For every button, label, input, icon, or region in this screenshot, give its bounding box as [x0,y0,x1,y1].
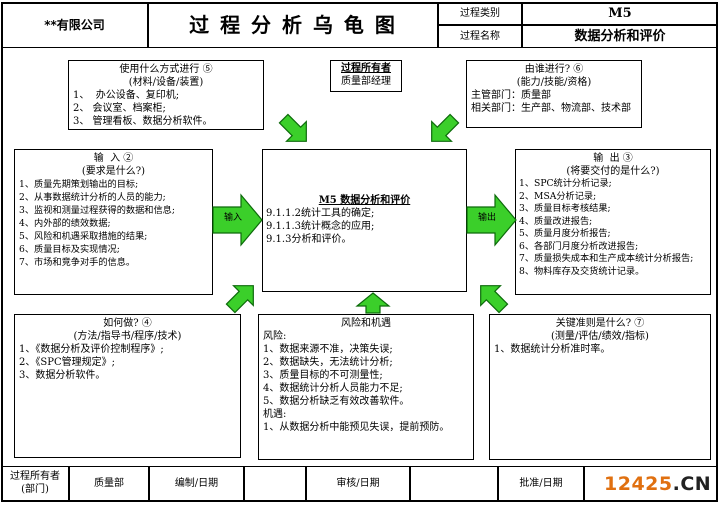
footer-approved-value-cell [584,466,718,502]
resources-title: 使用什么方式进行 ⑤ [119,64,213,75]
input-arrow-shape [212,193,263,247]
process-type-value: M5 [608,6,632,21]
process-name-value-cell: 数据分析和评价 [522,25,718,48]
criteria-arrow-icon [480,285,509,314]
how-subtitle: (方法/指导书/程序/技术) [73,331,182,342]
resources-item: 3、 管理看板、数据分析软件。 [73,116,213,127]
process-center-item: 9.1.1.2统计工具的确定; [266,208,375,219]
how-arrow-icon [225,285,254,314]
input-item: 7、市场和竞争对手的信息。 [19,257,136,268]
risk-opportunity-item: 1、数据来源不准，决策失误; [263,344,393,355]
output-arrow-label: 输出 [477,213,496,223]
process-center-item: 9.1.3分析和评价。 [266,234,352,245]
input-title: 输 入 ② [93,153,134,164]
page-title: 过 程 分 析 乌 龟 图 [189,13,397,37]
footer-approved-cell: 批准/日期 [498,466,584,502]
how-title: 如何做? ④ [103,318,152,329]
who-box: 由谁进行? ⑥ (能力/技能/资格) 主管部门：质量部 相关部门：生产部、物流部… [466,60,642,128]
risk-opportunity-title: 风险和机遇 [341,318,391,329]
risk-opportunity-item: 风险: [263,331,287,342]
input-arrow-label: 输入 [223,213,242,223]
risk-opportunity-item: 2、数据缺失，无法统计分析; [263,357,393,368]
criteria-subtitle: (测量/评估/绩效/指标) [551,331,649,342]
footer-owner-label: 过程所有者 [10,471,60,482]
output-item: 5、质量月度分析报告; [519,228,611,239]
risk-opportunity-box: 风险和机遇 风险: 1、数据来源不准，决策失误; 2、数据缺失，无法统计分析; … [258,314,474,460]
who-arrow-icon [431,113,460,142]
output-arrow-shape [466,193,517,247]
criteria-title: 关键准则是什么? ⑦ [555,318,645,329]
output-item: 1、SPC统计分析记录; [519,178,612,189]
output-box: 输 出 ③ (将要交付的是什么?) 1、SPC统计分析记录; 2、MSA分析记录… [515,149,711,295]
process-type-label-cell: 过程类别 [438,2,522,25]
process-type-label: 过程类别 [460,8,500,19]
output-item: 8、物料库存及交货统计记录。 [519,265,645,277]
risk-opportunity-item: 5、数据分析缺乏有效改善软件。 [263,396,410,407]
footer-owner-label-cell: 过程所有者 (部门) [1,466,69,502]
risk-opportunity-item: 机遇: [263,409,287,420]
who-subtitle: (能力/技能/资格) [516,77,592,88]
input-item: 5、风险和机遇采取措施的结果; [19,231,148,242]
process-owner-title: 过程所有者 [341,63,391,74]
how-item: 3、数据分析软件。 [19,370,106,381]
output-item: 6、各部门月度分析改进报告; [519,240,639,252]
output-subtitle: (将要交付的是什么?) [566,166,660,177]
input-box: 输 入 ② (要求是什么?) 1、质量先期策划输出的目标; 2、从事数据统计分析… [14,149,213,295]
resources-item: 1、 办公设备、复印机; [73,90,180,101]
footer-prepared-label: 编制/日期 [174,478,219,489]
company-name: **有限公司 [44,18,105,32]
process-name-value: 数据分析和评价 [574,29,666,44]
how-item: 1、《数据分析及评价控制程序》; [19,344,164,355]
risk-opportunity-item: 1、从数据分析中能预见失误，提前预防。 [263,422,450,433]
criteria-item: 1、数据统计分析准时率。 [494,344,611,355]
process-center-item: 9.1.1.3统计概念的应用; [266,221,375,232]
resources-item: 2、 会议室、档案柜; [73,103,166,114]
watermark-text: 12425.CN [604,473,712,495]
criteria-box: 关键准则是什么? ⑦ (测量/评估/绩效/指标) 1、数据统计分析准时率。 [489,314,711,460]
risk-opportunity-item: 4、数据统计分析人员能力不足; [263,383,403,394]
input-item: 3、监视和测量过程获得的数据和信息; [19,205,175,216]
output-item: 4、质量改进报告; [519,215,593,227]
footer-owner-value: 质量部 [94,478,124,489]
footer-prepared-value-cell [244,466,306,502]
output-title: 输 出 ③ [593,153,633,164]
how-item: 2、《SPC管理规定》; [19,357,115,368]
input-item: 2、从事数据统计分析的人员的能力; [19,192,166,203]
process-name-label: 过程名称 [460,31,500,42]
who-item: 主管部门：质量部 [471,90,551,101]
footer-reviewed-cell: 审核/日期 [306,466,410,502]
footer-reviewed-label: 审核/日期 [336,478,380,489]
output-arrow-icon [466,193,517,247]
footer-owner-value-cell: 质量部 [69,466,149,502]
footer-reviewed-value-cell [410,466,498,502]
input-item: 4、内外部的绩效数据; [19,218,111,229]
title-cell: 过 程 分 析 乌 龟 图 [148,2,438,48]
who-title: 由谁进行? ⑥ [524,64,584,75]
how-box: 如何做? ④ (方法/指导书/程序/技术) 1、《数据分析及评价控制程序》; 2… [14,314,241,458]
input-subtitle: (要求是什么?) [81,166,146,177]
watermark-logo: 12425.CN [598,470,714,500]
resources-box: 使用什么方式进行 ⑤ (材料/设备/装置) 1、 办公设备、复印机; 2、 会议… [68,60,264,130]
footer-owner-label-sub: (部门) [21,484,49,495]
output-item: 7、质量损失成本和生产成本统计分析报告; [519,253,694,264]
company-cell: **有限公司 [1,2,148,48]
input-item: 1、质量先期策划输出的目标; [19,179,139,190]
risk-arrow-icon [355,292,391,314]
process-name-label-cell: 过程名称 [438,25,522,48]
resources-arrow-icon [278,113,307,142]
output-item: 2、MSA分析记录; [519,190,597,202]
process-owner-box: 过程所有者 质量部经理 [330,60,402,92]
output-item: 3、质量目标考核结果; [519,203,611,214]
process-center-title: M5 数据分析和评价 [318,195,411,206]
process-center-box: M5 数据分析和评价 9.1.1.2统计工具的确定; 9.1.1.3统计概念的应… [262,149,467,292]
input-arrow-icon [212,193,263,247]
who-item: 相关部门：生产部、物流部、技术部 [471,103,631,114]
process-type-value-cell: M5 [522,2,718,25]
input-item: 6、质量目标及实现情况; [19,244,120,255]
footer-approved-label: 批准/日期 [519,478,563,489]
footer-prepared-cell: 编制/日期 [149,466,244,502]
process-owner-value: 质量部经理 [341,76,391,87]
risk-opportunity-item: 3、质量目标的不可测量性; [263,370,383,381]
resources-subtitle: (材料/设备/装置) [128,77,204,88]
